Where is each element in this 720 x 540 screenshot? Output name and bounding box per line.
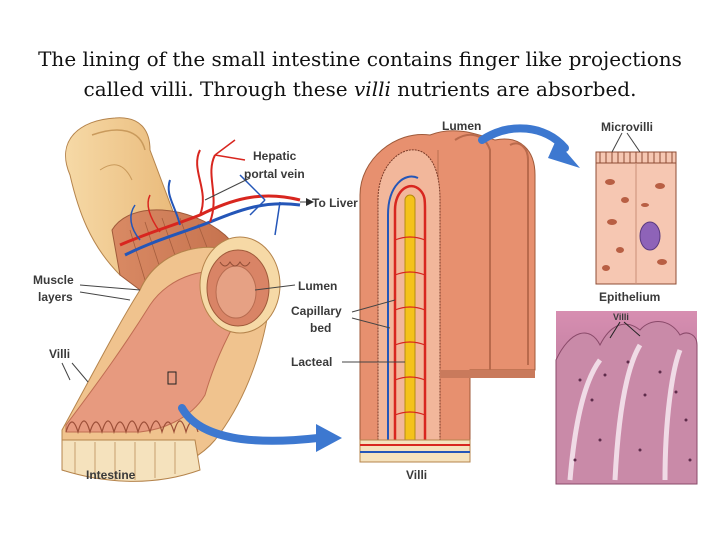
label-villi-left: Villi xyxy=(49,347,70,361)
villus-enlarged xyxy=(360,131,535,462)
label-hepatic: Hepatic xyxy=(253,149,297,163)
epithelium-cells xyxy=(596,152,676,284)
label-lacteal: Lacteal xyxy=(291,355,332,369)
label-villi-micrograph: Villi xyxy=(613,312,629,322)
label-layers: layers xyxy=(38,290,73,304)
leader-lines-right xyxy=(612,133,640,152)
label-villi-bottom: Villi xyxy=(406,468,427,482)
label-lumen-top: Lumen xyxy=(442,119,481,133)
label-portal-vein: portal vein xyxy=(244,167,305,181)
label-muscle: Muscle xyxy=(33,273,74,287)
label-microvilli: Microvilli xyxy=(601,120,653,134)
label-capillary: Capillary xyxy=(291,304,342,318)
label-lumen-left: Lumen xyxy=(298,279,337,293)
label-epithelium: Epithelium xyxy=(599,290,660,304)
label-bed: bed xyxy=(310,321,331,335)
villi-micrograph xyxy=(556,311,697,484)
label-to-liver: To Liver xyxy=(312,196,358,210)
label-intestine: Intestine xyxy=(86,468,136,482)
